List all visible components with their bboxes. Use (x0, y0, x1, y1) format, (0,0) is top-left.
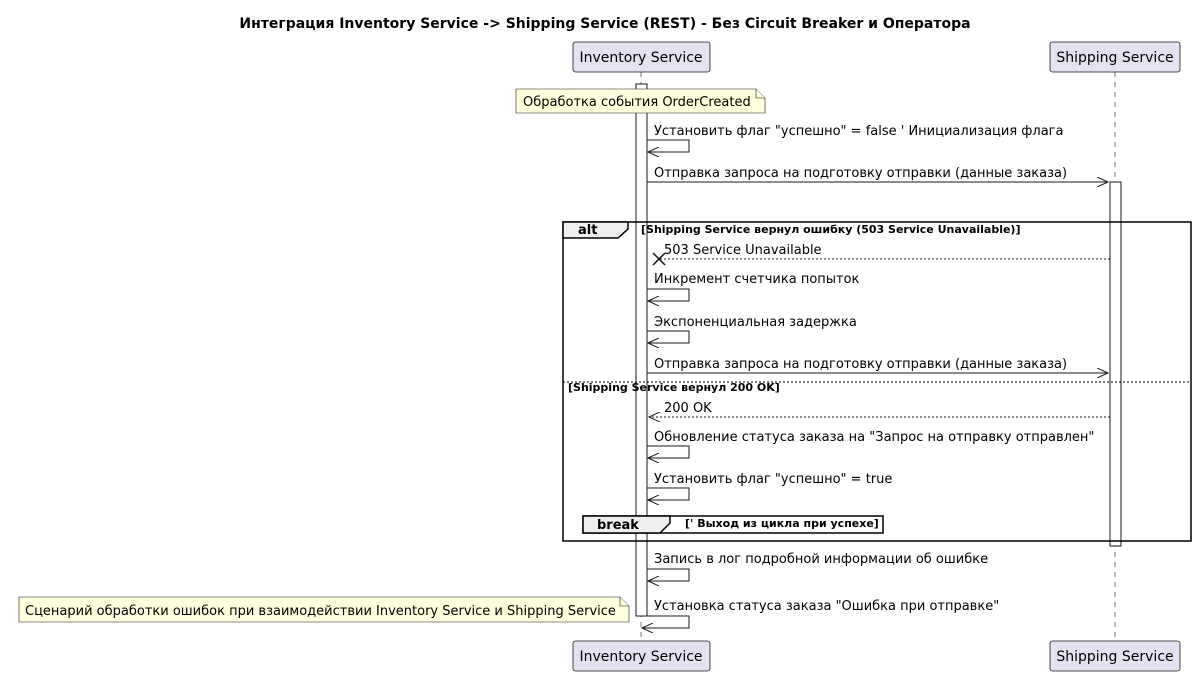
message-self-update-status: Обновление статуса заказа на "Запрос на … (647, 430, 1094, 458)
participant-shipping-bottom[interactable]: Shipping Service (1049, 640, 1181, 672)
message-self-backoff: Экспоненциальная задержка (647, 315, 857, 343)
break-guard: [' Выход из цикла при успехе] (685, 517, 879, 530)
message-self-init-flag: Установить флаг "успешно" = false ' Иниц… (647, 124, 1063, 152)
activation-inventory (635, 83, 648, 617)
message-label: Установка статуса заказа "Ошибка при отп… (654, 599, 999, 614)
diagram-title: Интеграция Inventory Service -> Shipping… (239, 16, 970, 32)
message-label: Обновление статуса заказа на "Запрос на … (654, 430, 1094, 445)
participant-shipping-label: Shipping Service (1056, 649, 1173, 665)
message-self-set-flag-true: Установить флаг "успешно" = true (647, 472, 892, 500)
participant-inventory-bottom[interactable]: Inventory Service (572, 640, 711, 672)
message-503-response: 503 Service Unavailable (652, 243, 1110, 266)
message-label: Инкремент счетчика попыток (654, 272, 860, 287)
participant-shipping-top[interactable]: Shipping Service (1049, 41, 1181, 73)
participant-inventory-label: Inventory Service (579, 50, 702, 66)
participant-inventory-top[interactable]: Inventory Service (572, 41, 711, 73)
lost-message-x-icon (652, 252, 666, 266)
alt-keyword: alt (578, 223, 597, 238)
alt-guard-error: [Shipping Service вернул ошибку (503 Ser… (641, 223, 1021, 236)
message-self-set-error-status: Установка статуса заказа "Ошибка при отп… (642, 599, 999, 628)
message-label: Запись в лог подробной информации об оши… (654, 552, 988, 567)
note-order-created: Обработка события OrderCreated (515, 88, 766, 114)
participant-shipping-label: Shipping Service (1056, 50, 1173, 66)
message-self-increment: Инкремент счетчика попыток (647, 272, 860, 301)
message-label: Отправка запроса на подготовку отправки … (654, 357, 1067, 372)
message-label: Отправка запроса на подготовку отправки … (654, 166, 1067, 181)
break-keyword: break (597, 518, 639, 533)
note-scenario: Сценарий обработки ошибок при взаимодейс… (18, 596, 630, 623)
activation-shipping (1109, 181, 1122, 547)
message-send-request: Отправка запроса на подготовку отправки … (647, 166, 1108, 182)
message-200-response: 200 OK (649, 401, 1110, 417)
note-scenario-text: Сценарий обработки ошибок при взаимодейс… (25, 604, 616, 619)
message-label: Установить флаг "успешно" = false ' Иниц… (654, 124, 1063, 139)
break-fragment: break [' Выход из цикла при успехе] (582, 515, 884, 534)
message-label: 503 Service Unavailable (664, 243, 822, 258)
message-label: Установить флаг "успешно" = true (654, 472, 892, 487)
message-self-log-error: Запись в лог подробной информации об оши… (647, 552, 988, 581)
participant-inventory-label: Inventory Service (579, 649, 702, 665)
alt-fragment: alt [Shipping Service вернул ошибку (503… (562, 221, 1192, 542)
note-order-created-text: Обработка события OrderCreated (523, 95, 751, 110)
message-label: Экспоненциальная задержка (654, 315, 857, 330)
message-retry-request: Отправка запроса на подготовку отправки … (647, 357, 1108, 373)
alt-guard-ok: [Shipping Service вернул 200 OK] (568, 381, 780, 394)
message-label: 200 OK (664, 401, 712, 416)
